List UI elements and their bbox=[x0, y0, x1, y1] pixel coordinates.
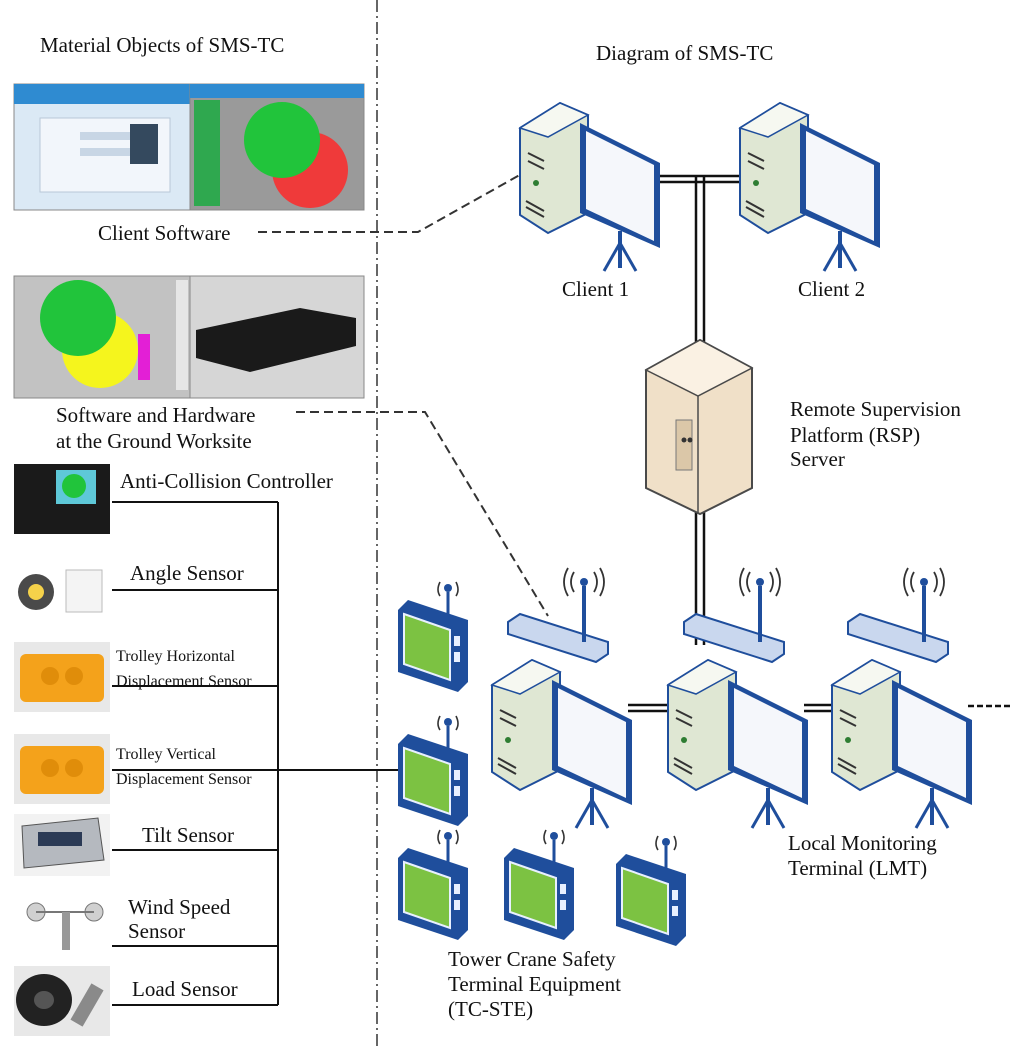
rsp-label-3: Server bbox=[790, 447, 845, 471]
ground-worksite-label-2: at the Ground Worksite bbox=[56, 429, 252, 453]
tcste-device-5 bbox=[614, 834, 688, 948]
client-2-label: Client 2 bbox=[798, 277, 866, 301]
lmt-router-3 bbox=[846, 566, 950, 664]
ground-worksite-label-1: Software and Hardware bbox=[56, 403, 256, 427]
trolley-horizontal-label-2: Displacement Sensor bbox=[116, 673, 252, 690]
tcste-label-1: Tower Crane Safety bbox=[448, 947, 616, 971]
rsp-server-icon bbox=[644, 338, 754, 516]
tcste-device-1 bbox=[396, 580, 470, 694]
ground-worksite-photos bbox=[13, 275, 365, 399]
tilt-sensor-photo bbox=[14, 814, 110, 876]
lmt-label-2: Terminal (LMT) bbox=[788, 856, 928, 880]
anti-collision-label: Anti-Collision Controller bbox=[120, 469, 333, 493]
trolley-vertical-sensor-photo bbox=[14, 734, 110, 804]
angle-sensor-photo bbox=[14, 552, 110, 622]
client-software-leader bbox=[258, 171, 526, 233]
trolley-vertical-label-1: Trolley Vertical bbox=[116, 746, 216, 763]
tcste-label-3: (TC-STE) bbox=[448, 997, 534, 1021]
lmt-computer-1 bbox=[490, 658, 634, 830]
lmt-computer-3 bbox=[830, 658, 974, 830]
client-1-computer bbox=[518, 101, 662, 273]
lmt-label-1: Local Monitoring bbox=[788, 831, 937, 855]
client-1-label: Client 1 bbox=[562, 277, 630, 301]
lmt-router-2 bbox=[682, 566, 786, 664]
right-heading: Diagram of SMS-TC bbox=[596, 41, 774, 65]
lmt-computer-2 bbox=[666, 658, 810, 830]
trolley-horizontal-label-1: Trolley Horizontal bbox=[116, 648, 235, 665]
load-sensor-label: Load Sensor bbox=[132, 977, 238, 1001]
tcste-device-3 bbox=[396, 828, 470, 942]
tcste-device-4 bbox=[502, 828, 576, 942]
left-heading: Material Objects of SMS-TC bbox=[40, 33, 285, 57]
wind-speed-label-1: Wind Speed bbox=[128, 895, 231, 919]
client-software-photos bbox=[13, 83, 365, 211]
angle-sensor-label: Angle Sensor bbox=[130, 561, 244, 585]
tcste-device-2 bbox=[396, 714, 470, 828]
load-sensor-photo bbox=[14, 966, 110, 1036]
wind-speed-sensor-photo bbox=[14, 890, 110, 954]
rsp-label-2: Platform (RSP) bbox=[790, 423, 921, 447]
lmt-router-1 bbox=[506, 566, 610, 664]
sensor-bus-lines bbox=[112, 501, 400, 1006]
trolley-horizontal-sensor-photo bbox=[14, 642, 110, 712]
trolley-vertical-label-2: Displacement Sensor bbox=[116, 771, 252, 788]
tcste-label-2: Terminal Equipment bbox=[448, 972, 621, 996]
tilt-sensor-label: Tilt Sensor bbox=[142, 823, 235, 847]
wind-speed-label-2: Sensor bbox=[128, 919, 186, 943]
worksite-leader bbox=[296, 411, 549, 617]
rsp-label-1: Remote Supervision bbox=[790, 397, 961, 421]
anti-collision-controller-photo bbox=[14, 464, 110, 534]
client-2-computer bbox=[738, 101, 882, 273]
client-software-label: Client Software bbox=[98, 221, 231, 245]
